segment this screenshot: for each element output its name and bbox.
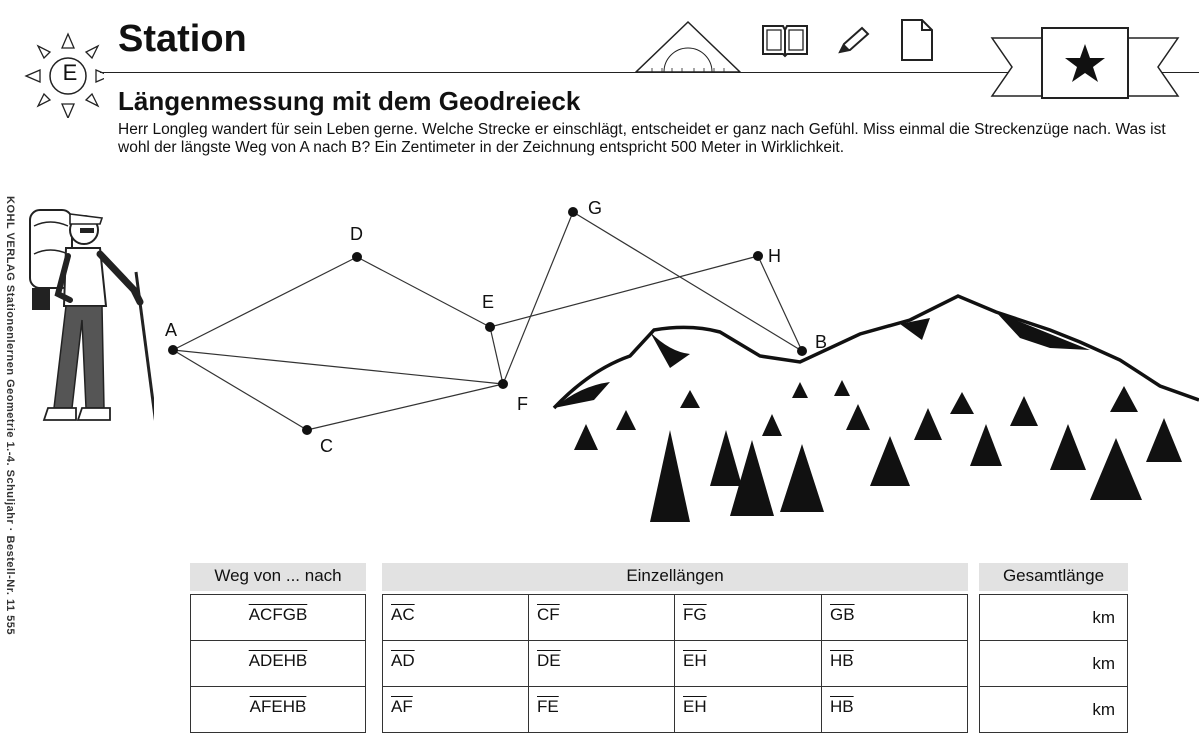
segment-cell[interactable]: FG — [674, 594, 822, 641]
segment-label: HB — [830, 651, 854, 670]
header-segments: Einzellängen — [382, 563, 968, 591]
segment-label: CF — [537, 605, 560, 624]
publisher-sidebar-text: KOHL VERLAG Stationenlernen Geometrie 1.… — [4, 196, 16, 636]
segment-cell[interactable]: EH — [674, 686, 822, 733]
segment-cell[interactable]: AD — [382, 640, 529, 687]
label-f: F — [517, 394, 528, 414]
table-row-route: AFEHB — [190, 686, 366, 733]
unit-label: km — [1092, 654, 1115, 673]
total-length-cell[interactable]: km — [979, 686, 1128, 733]
segment-label: EH — [683, 651, 707, 670]
instructions-text: Herr Longleg wandert für sein Leben gern… — [118, 121, 1166, 156]
segment-cell[interactable]: AC — [382, 594, 529, 641]
point-f — [498, 379, 508, 389]
segment-label: FG — [683, 605, 707, 624]
segment-cell[interactable]: GB — [821, 594, 968, 641]
label-h: H — [768, 246, 781, 266]
station-title: Station — [118, 18, 247, 60]
station-letter: E — [62, 60, 78, 85]
point-d — [352, 252, 362, 262]
total-length-cell[interactable]: km — [979, 594, 1128, 641]
segment-label: AF — [391, 697, 413, 716]
label-e: E — [482, 292, 494, 312]
label-g: G — [588, 198, 602, 218]
segment-label: AD — [391, 651, 415, 670]
segment-label: AC — [391, 605, 415, 624]
header-total: Gesamtlänge — [979, 563, 1128, 591]
pencil-icon — [838, 26, 870, 54]
segment-cell[interactable]: DE — [528, 640, 675, 687]
segment-cell[interactable]: AF — [382, 686, 529, 733]
document-icon — [901, 19, 933, 61]
point-e — [485, 322, 495, 332]
route-label: AFEHB — [249, 697, 307, 716]
segment-cell[interactable]: CF — [528, 594, 675, 641]
total-length-cell[interactable]: km — [979, 640, 1128, 687]
segment-label: GB — [830, 605, 855, 624]
mountain-landscape-illustration — [552, 294, 1199, 522]
unit-label: km — [1092, 700, 1115, 719]
book-icon — [762, 25, 808, 58]
label-a: A — [165, 320, 177, 340]
point-a — [168, 345, 178, 355]
star-banner-icon — [990, 27, 1180, 99]
compass-star-icon — [24, 32, 104, 118]
label-c: C — [320, 436, 333, 456]
header-route: Weg von ... nach — [190, 563, 366, 591]
point-g — [568, 207, 578, 217]
segment-cell[interactable]: HB — [821, 640, 968, 687]
segment-label: DE — [537, 651, 561, 670]
point-c — [302, 425, 312, 435]
segment-label: FE — [537, 697, 559, 716]
segment-cell[interactable]: FE — [528, 686, 675, 733]
point-h — [753, 251, 763, 261]
segment-label: HB — [830, 697, 854, 716]
route-label: ADEHB — [248, 651, 308, 670]
hiker-illustration — [29, 209, 154, 422]
exercise-heading: Längenmessung mit dem Geodreieck — [118, 86, 581, 116]
label-d: D — [350, 224, 363, 244]
segment-label: EH — [683, 697, 707, 716]
segment-cell[interactable]: HB — [821, 686, 968, 733]
route-label: ACFGB — [248, 605, 308, 624]
geodreieck-icon — [634, 20, 742, 73]
table-row-route: ACFGB — [190, 594, 366, 641]
unit-label: km — [1092, 608, 1115, 627]
table-row-route: ADEHB — [190, 640, 366, 687]
segment-cell[interactable]: EH — [674, 640, 822, 687]
